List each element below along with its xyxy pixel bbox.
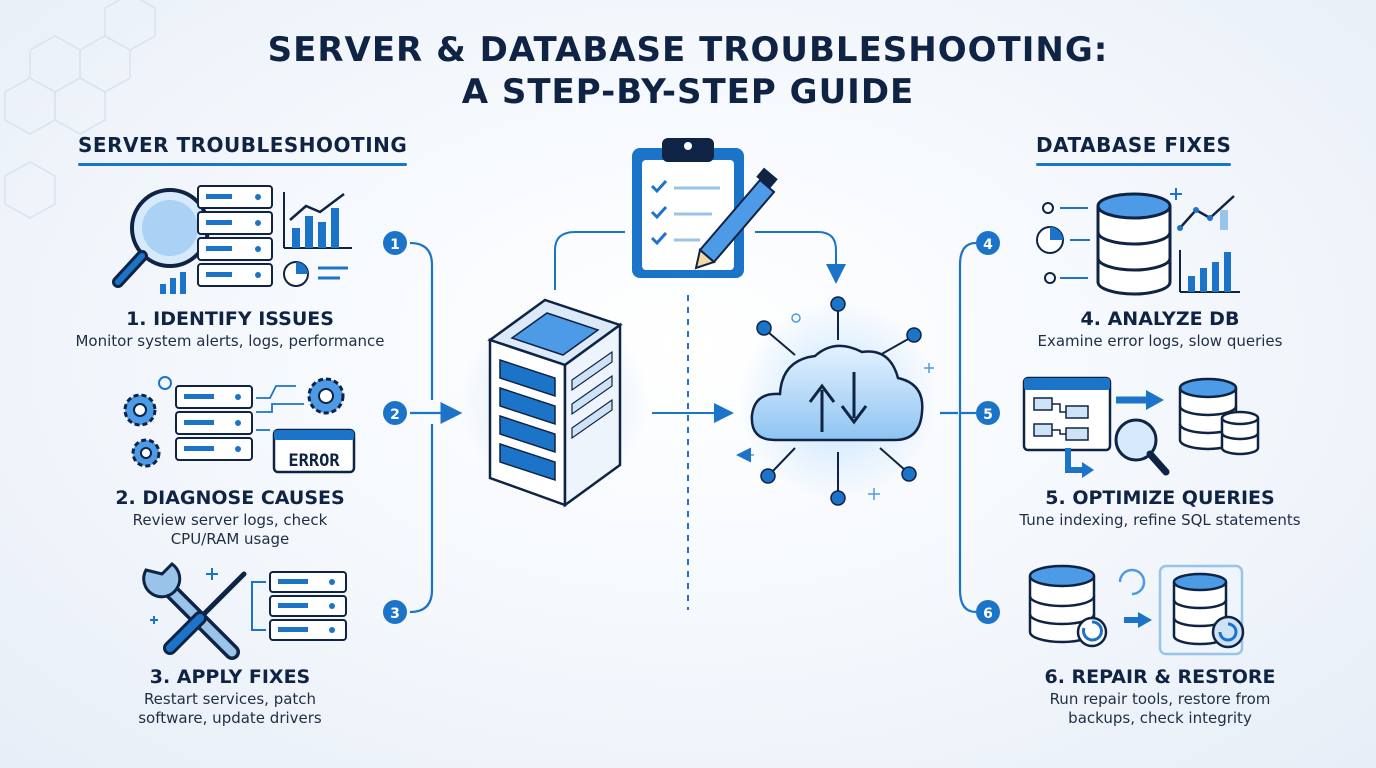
error-label: ERROR	[288, 451, 340, 471]
bar-chart-icon-step-1	[160, 192, 352, 294]
step-2-title: 2. DIAGNOSE CAUSES	[115, 487, 345, 509]
step-1-desc: Monitor system alerts, logs, performance	[75, 332, 385, 350]
step-2-desc: Review server logs, check CPU/RAM usage	[132, 511, 328, 548]
step-6-title: 6. REPAIR & RESTORE	[1044, 666, 1276, 688]
step-5-title: 5. OPTIMIZE QUERIES	[1045, 487, 1275, 509]
step-1-badge: 1	[383, 231, 407, 255]
magnifier-icon	[112, 188, 210, 288]
server-rack-icon-step-2	[175, 385, 304, 461]
step-1-title: 1. IDENTIFY ISSUES	[126, 308, 334, 330]
step-4-badge: 4	[976, 231, 1000, 255]
step-4-desc: Examine error logs, slow queries	[1037, 332, 1283, 350]
section-heading-server: SERVER TROUBLESHOOTING	[78, 133, 408, 166]
pencil-icon	[694, 167, 778, 270]
left-connector-lines	[409, 241, 463, 614]
step-4-title: 4. ANALYZE DB	[1080, 308, 1240, 330]
wrench-screwdriver-icon	[142, 562, 247, 660]
page-title-line-2: A STEP-BY-STEP GUIDE	[461, 72, 915, 112]
step-6-number: 6	[983, 606, 993, 622]
database-icon-step-4	[1096, 192, 1172, 296]
database-icon-step-5	[1178, 377, 1260, 456]
error-window-icon: ERROR	[272, 428, 356, 474]
step-5-badge: 5	[976, 401, 1000, 425]
step-1-number: 1	[390, 237, 400, 253]
step-3-desc: Restart services, patch software, update…	[138, 690, 322, 727]
page-title-line-1: SERVER & DATABASE TROUBLESHOOTING:	[267, 30, 1109, 70]
step-3-number: 3	[390, 606, 400, 622]
query-flow-window-icon	[1022, 376, 1170, 478]
gear-icon	[123, 376, 345, 468]
analytics-icon-step-4	[1036, 188, 1240, 293]
step-2-badge: 2	[383, 401, 407, 425]
center-connector-lines	[554, 231, 846, 610]
step-4-number: 4	[983, 237, 993, 253]
step-3-badge: 3	[383, 600, 407, 624]
section-heading-database: DATABASE FIXES	[1036, 133, 1232, 166]
hexagon-pattern-decoration	[4, 0, 156, 219]
step-6-badge: 6	[976, 600, 1000, 624]
server-tower-icon	[460, 298, 650, 508]
right-connector-lines	[940, 241, 977, 614]
cloud-sync-icon	[736, 296, 938, 506]
step-5-desc: Tune indexing, refine SQL statements	[1019, 511, 1301, 529]
server-rack-icon-step-3	[251, 571, 347, 641]
clipboard-checklist-icon	[632, 138, 778, 278]
database-restore-icon-step-6	[1028, 564, 1245, 656]
step-3-title: 3. APPLY FIXES	[149, 666, 311, 688]
step-2-number: 2	[390, 407, 400, 423]
step-6-desc: Run repair tools, restore from backups, …	[1049, 690, 1271, 727]
step-5-number: 5	[983, 407, 993, 423]
server-rack-icon-step-1	[197, 185, 273, 287]
